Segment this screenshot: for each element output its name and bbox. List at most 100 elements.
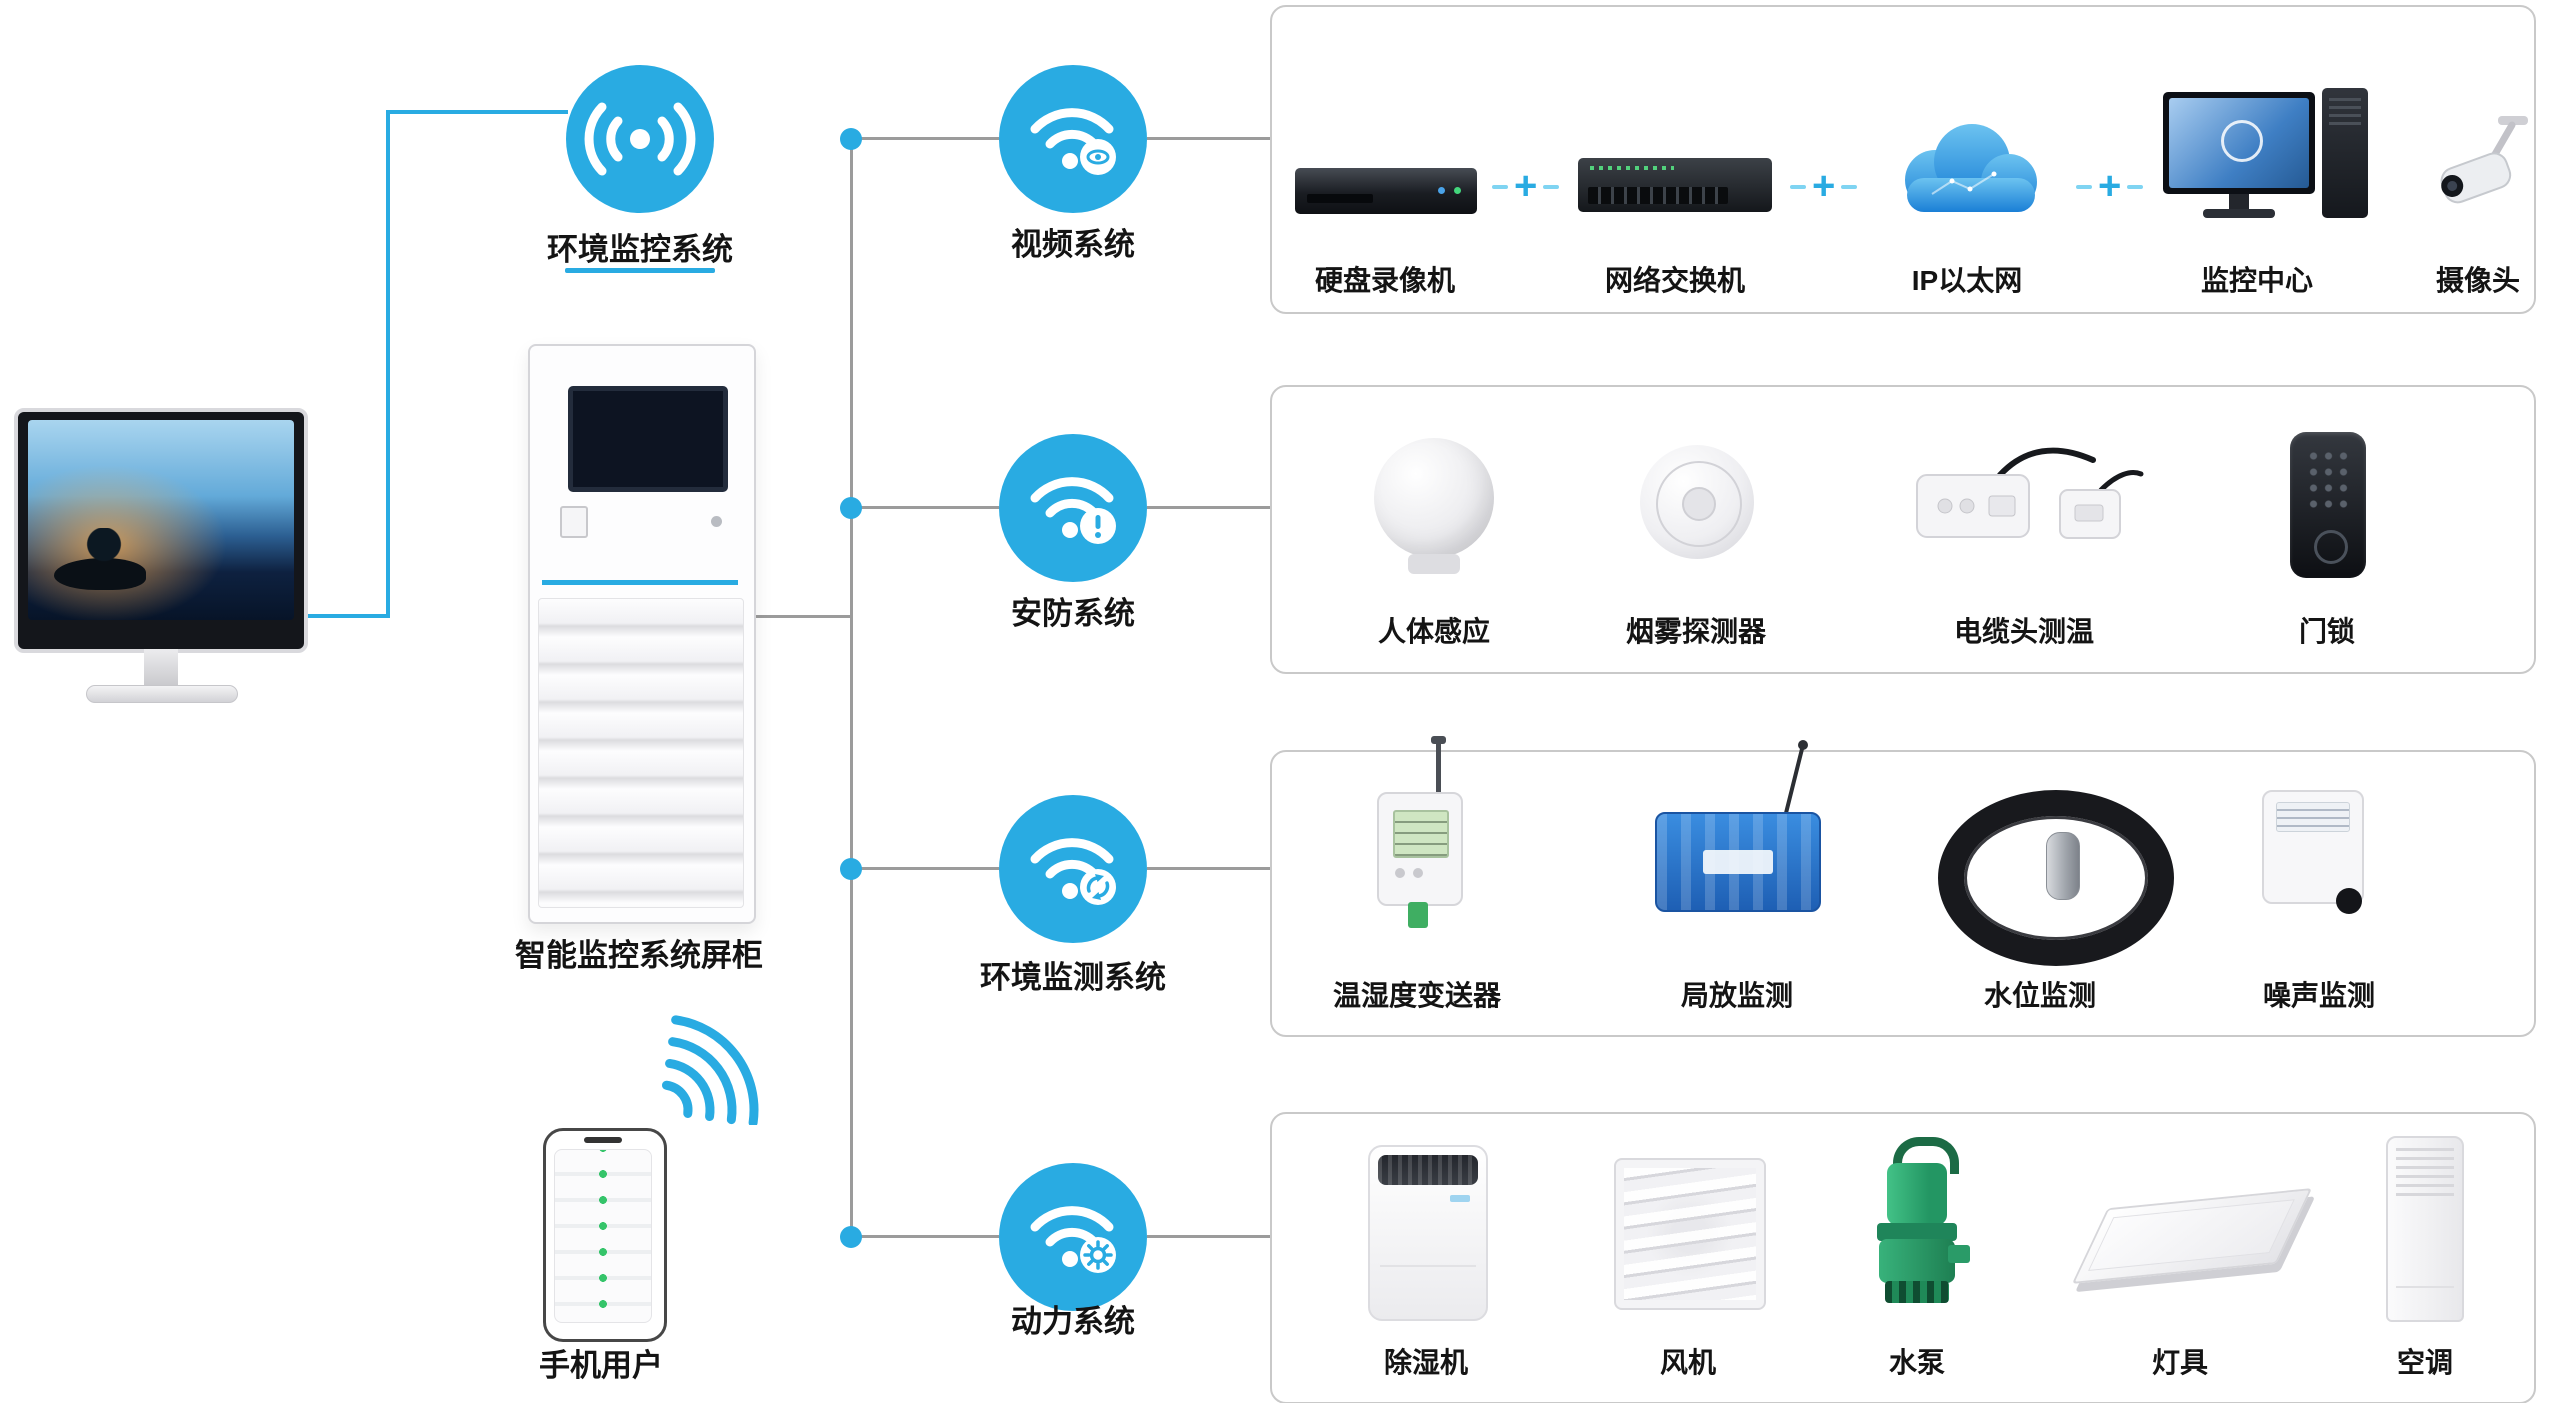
device-label-cloud: IP以太网 (1911, 265, 2023, 296)
branch-security-right (1147, 506, 1270, 509)
cabinet-divider (542, 580, 738, 585)
plus-dash (2127, 184, 2144, 189)
phone-icon (543, 1128, 667, 1342)
mc-monitor-neck (2229, 194, 2249, 210)
dehumidifier-display (1450, 1195, 1470, 1202)
phone-screen (554, 1149, 652, 1323)
ac-seam (2396, 1286, 2454, 1288)
power-system-label: 动力系统 (1011, 1304, 1135, 1339)
plus-dash (1790, 184, 1806, 189)
device-label-transmitter: 温湿度变送器 (1332, 980, 1502, 1011)
plus-connector-1: + (1492, 164, 1560, 209)
transmitter-antenna-tip (1431, 736, 1446, 744)
cabinet-icon (528, 344, 756, 924)
connector-monitor-vertical (386, 110, 390, 618)
smoke-detector-ring (1656, 461, 1742, 547)
phone-notch (584, 1137, 622, 1143)
ac-top-grill (2396, 1148, 2454, 1200)
pump-strainer (1885, 1281, 1949, 1303)
noise-box (2262, 790, 2364, 904)
cabinet-drawers (538, 598, 744, 908)
water-level-icon (1938, 790, 2174, 966)
dvr-icon (1295, 168, 1477, 214)
device-label-cable-temp: 电缆头测温 (1953, 616, 2095, 647)
pump-motor (1887, 1163, 1947, 1225)
broadcast-icon (566, 65, 714, 213)
transmitter-button (1395, 868, 1405, 878)
device-label-noise: 噪声监测 (2262, 980, 2376, 1011)
device-label-door-lock: 门锁 (2298, 616, 2356, 647)
plus-sign: + (1812, 164, 1836, 208)
cctv-camera-icon (2440, 116, 2528, 204)
security-system-icon (999, 434, 1147, 582)
temp-humidity-transmitter-icon (1370, 736, 1470, 931)
env-system-icon (999, 795, 1147, 943)
phone-user-label: 手机用户 (539, 1348, 663, 1383)
device-label-fan: 风机 (1659, 1347, 1717, 1378)
lock-reader (2314, 530, 2348, 564)
video-system-icon (999, 65, 1147, 213)
monitor-neck (144, 649, 178, 687)
network-switch-icon (1578, 158, 1772, 212)
dvr-vent (1307, 194, 1373, 203)
security-system-label: 安防系统 (1011, 596, 1135, 631)
wifi-signal-icon (661, 1015, 759, 1125)
plus-dash (2076, 184, 2092, 189)
water-pump-icon (1870, 1135, 1970, 1315)
branch-power-left (851, 1235, 999, 1238)
env-system-label: 环境监控系统 (547, 232, 733, 267)
cabinet-button (560, 506, 588, 538)
transmitter-connector (1408, 902, 1428, 928)
noise-sensor-horn (2336, 888, 2362, 914)
cloud-icon (1905, 124, 2037, 212)
plus-sign: + (2098, 164, 2122, 208)
branch-env-left (851, 867, 999, 870)
desktop-monitor-icon (14, 408, 308, 708)
trunk-dot-security (840, 497, 862, 519)
device-label-partial-discharge: 局放监测 (1680, 980, 1794, 1011)
trunk-dot-power (840, 1226, 862, 1248)
dehumidifier-seam (1380, 1265, 1476, 1267)
pd-antenna (1783, 746, 1805, 816)
mc-monitor-base (2203, 209, 2275, 218)
dehumidifier-icon (1368, 1145, 1488, 1321)
trunk-dot-video (840, 128, 862, 150)
connector-monitor-horizontal (298, 614, 390, 618)
device-label-pump: 水泵 (1888, 1347, 1946, 1378)
noise-label-plate (2276, 802, 2350, 832)
smoke-detector-center (1682, 487, 1716, 521)
mc-tower-slots (2329, 98, 2361, 128)
mc-tower (2322, 88, 2368, 218)
noise-monitor-icon (2262, 790, 2372, 920)
branch-env-right (1147, 867, 1270, 870)
motion-sensor-icon (1374, 438, 1494, 578)
cabinet-indicator (711, 516, 722, 527)
cabinet-label: 智能监控系统屏柜 (515, 938, 763, 973)
device-label-motion-sensor: 人体感应 (1377, 616, 1491, 647)
air-conditioner-icon (2386, 1136, 2464, 1322)
plus-dash (1492, 184, 1508, 189)
device-label-water-level: 水位监测 (1983, 980, 2097, 1011)
connector-to-broadcast (386, 110, 568, 114)
monitoring-center-icon (2163, 88, 2368, 223)
pump-collar (1877, 1223, 1957, 1241)
cabinet-screen (568, 386, 728, 492)
pump-outlet (1948, 1245, 1970, 1263)
dehumidifier-vent (1378, 1155, 1478, 1185)
fan-louvers (1624, 1168, 1756, 1300)
level-probe (2046, 832, 2080, 900)
door-lock-icon (2290, 432, 2366, 578)
power-system-icon (999, 1163, 1147, 1311)
branch-security-left (851, 506, 999, 509)
env-system-underline (565, 268, 715, 273)
device-label-switch: 网络交换机 (1604, 265, 1746, 296)
smoke-detector-icon (1640, 445, 1754, 559)
plus-connector-2: + (1790, 164, 1858, 209)
trunk-dot-env (840, 858, 862, 880)
transmitter-body (1377, 792, 1463, 906)
env-monitor-system-label: 环境监测系统 (980, 960, 1166, 995)
device-label-dvr: 硬盘录像机 (1314, 265, 1456, 296)
video-system-label: 视频系统 (1011, 227, 1135, 262)
dvr-led-green (1454, 187, 1461, 194)
switch-ports (1588, 187, 1728, 204)
